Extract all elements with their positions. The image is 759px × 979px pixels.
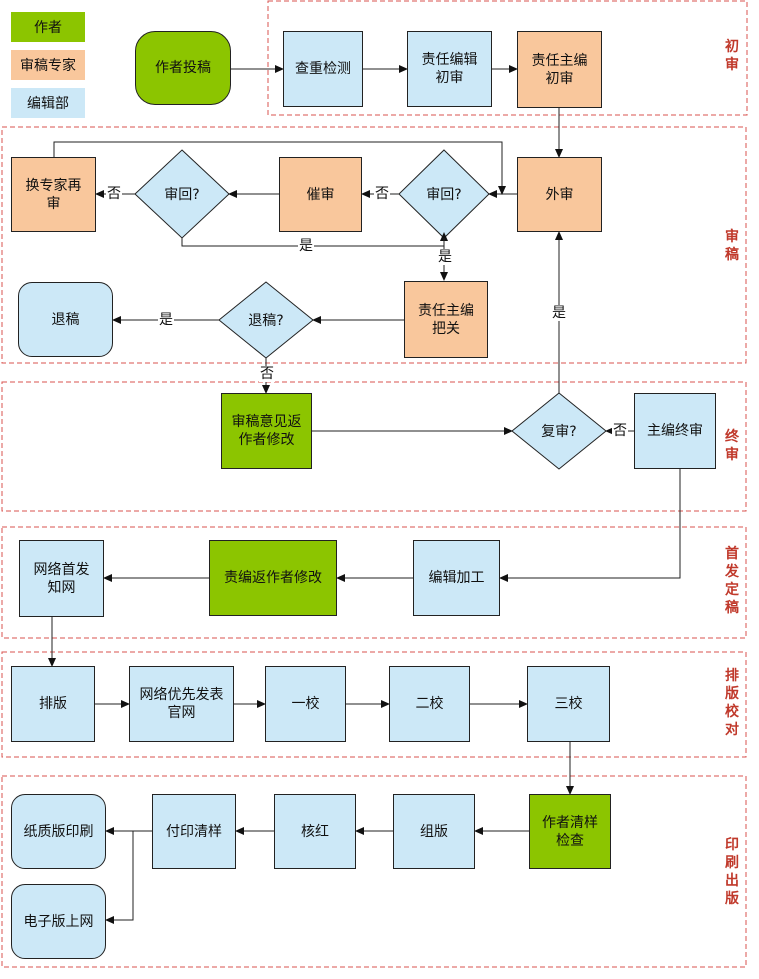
frame-print — [1, 775, 747, 968]
node-verify: 核红 — [274, 794, 356, 869]
frame-first-publish — [1, 526, 747, 639]
edge-label-no-2: 否 — [374, 186, 390, 202]
edge-label-yes-3: 是 — [158, 312, 174, 328]
stage-label-print: 印刷出版 — [725, 837, 739, 907]
edge-label-yes-2: 是 — [437, 249, 453, 265]
frame-typeset — [1, 651, 747, 758]
node-online-priority: 网络优先发表 官网 — [129, 666, 234, 742]
node-print-proof: 付印清样 — [152, 794, 236, 869]
edge-label-no-4: 否 — [612, 423, 628, 439]
node-chief-final: 主编终审 — [634, 393, 716, 469]
stage-label-initial: 初审 — [725, 39, 739, 73]
node-external-review: 外审 — [517, 157, 602, 232]
decision-shapes — [134, 149, 607, 470]
legend-editorial: 编辑部 — [11, 88, 85, 118]
legend-expert: 审稿专家 — [11, 50, 85, 80]
node-proof1: 一校 — [265, 666, 346, 742]
node-urge-review: 催审 — [279, 157, 362, 232]
node-edit-process: 编辑加工 — [413, 540, 500, 616]
edge-label-yes-1: 是 — [298, 238, 314, 254]
stage-label-typeset: 排版校对 — [725, 668, 739, 738]
decision-re-review: 复审? — [541, 424, 577, 440]
decision-review-back-1: 审回? — [164, 187, 200, 203]
node-proof2: 二校 — [389, 666, 470, 742]
stage-label-review: 审稿 — [725, 229, 739, 263]
node-e-online: 电子版上网 — [11, 884, 106, 959]
stage-label-final: 终审 — [725, 429, 739, 463]
node-editor-initial: 责任编辑 初审 — [407, 31, 492, 107]
node-paper-print: 纸质版印刷 — [11, 794, 106, 869]
node-chief-initial: 责任主编 初审 — [517, 31, 602, 108]
frame-review — [1, 126, 747, 364]
node-author-check: 作者清样 检查 — [529, 794, 611, 869]
node-layout: 组版 — [393, 794, 475, 869]
node-plagiarism: 查重检测 — [283, 31, 363, 107]
edge-label-no-3: 否 — [259, 366, 275, 382]
frame-final — [1, 381, 747, 512]
node-submit: 作者投稿 — [135, 31, 231, 105]
edge-label-yes-4: 是 — [551, 305, 567, 321]
frame-initial — [267, 0, 748, 116]
decision-review-back-2: 审回? — [426, 187, 462, 203]
legend-author: 作者 — [11, 12, 85, 42]
node-expert-again: 换专家再 审 — [11, 157, 96, 232]
diamond-re-review — [511, 392, 607, 470]
node-editor-return: 责编返作者修改 — [209, 540, 337, 616]
decision-reject: 退稿? — [248, 313, 284, 329]
node-proof3: 三校 — [527, 666, 610, 742]
stage-label-first-publish: 首发定稿 — [725, 546, 739, 616]
node-typesetting: 排版 — [11, 666, 95, 742]
node-return-author: 审稿意见返 作者修改 — [221, 393, 312, 469]
node-online-first: 网络首发 知网 — [19, 540, 104, 617]
node-reject: 退稿 — [18, 282, 113, 357]
node-chief-check: 责任主编 把关 — [404, 281, 488, 358]
edge-label-no-1: 否 — [106, 186, 122, 202]
stage-frames — [1, 0, 748, 968]
